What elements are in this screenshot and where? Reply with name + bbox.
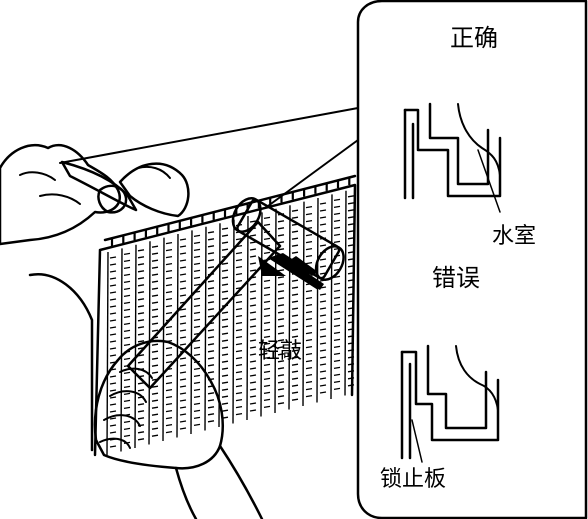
wrong-label: 错误 xyxy=(432,264,480,292)
tap-lightly-label: 轻敲 xyxy=(258,339,302,364)
inset-panel: 正确 水室 错误 锁止板 xyxy=(356,0,588,519)
radiator-core xyxy=(28,174,357,457)
upper-hand-with-pliers xyxy=(0,143,190,246)
tap-direction-arrow xyxy=(258,253,324,290)
wrong-cross-section xyxy=(400,344,500,463)
lock-plate-label: 锁止板 xyxy=(380,467,446,492)
water-chamber-label: 水室 xyxy=(492,224,536,249)
callout-lines xyxy=(59,107,359,207)
correct-cross-section xyxy=(403,102,502,213)
lower-hand xyxy=(93,339,264,519)
correct-label: 正确 xyxy=(450,24,498,52)
